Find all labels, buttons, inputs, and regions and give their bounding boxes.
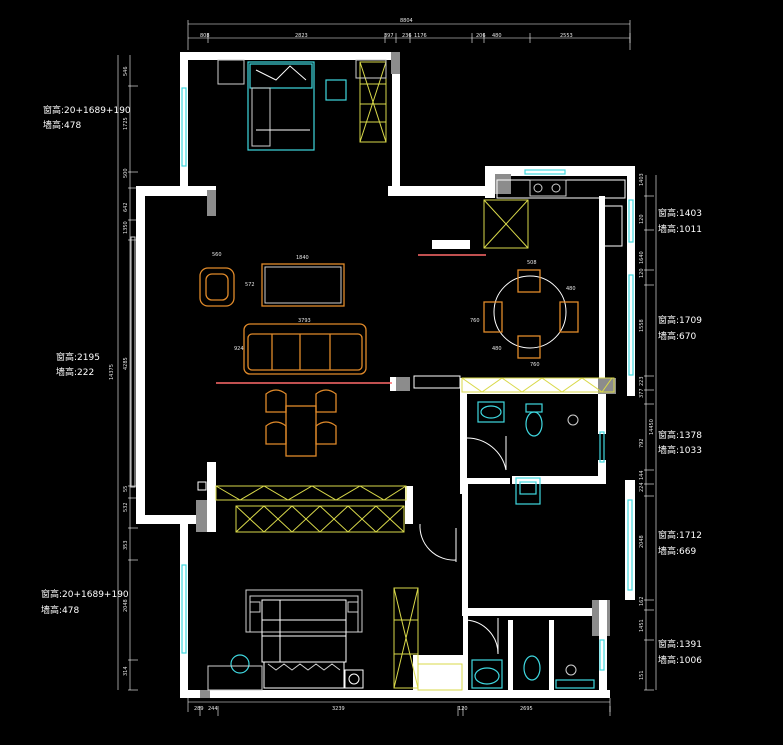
dimension-label: 55 (123, 486, 129, 492)
dim-sofa: 3793 (298, 318, 311, 324)
dim-dining: 760 (530, 362, 540, 368)
cabinets (197, 481, 463, 691)
dimension-label: 236 (402, 33, 412, 39)
dimension-label: 224 (639, 482, 645, 492)
dim-chair-depth: 572 (245, 282, 255, 288)
dimension-label: 532 (123, 502, 129, 512)
wall-height-note: 墙高:222 (56, 368, 95, 378)
walls (136, 52, 635, 698)
window-height-note: 窗高:2195 (56, 353, 100, 363)
dimension-label: 120 (639, 214, 645, 224)
dim-top-total: 8804 (400, 18, 413, 24)
dimension-label: 2048 (123, 599, 129, 612)
dimension-label: 144 (639, 470, 645, 480)
dimension-label: 223 (639, 376, 645, 386)
wall-height-note: 墙高:670 (658, 332, 697, 342)
dimension-label: 2823 (295, 33, 308, 39)
dimension-label: 314 (123, 666, 129, 676)
dimension-label: 244 (208, 706, 218, 712)
dimension-label: 206 (476, 33, 486, 39)
dimension-label: 151 (639, 670, 645, 680)
doors (216, 254, 507, 655)
dim-left-total: 14375 (109, 364, 115, 380)
dimension-label: 500 (123, 168, 129, 178)
window-height-note: 窗高:1378 (658, 431, 702, 441)
dimension-label: 1403 (639, 173, 645, 186)
dimension-label: 1350 (123, 221, 129, 234)
dim-chair-width: 560 (212, 252, 222, 258)
dimension-label: 1451 (639, 619, 645, 632)
dimension-label: 480 (492, 33, 502, 39)
bottom-bedroom (207, 589, 364, 691)
kitchen: 508 480 760 480 760 (461, 179, 626, 393)
dimension-label: 1640 (639, 251, 645, 264)
dim-dining: 760 (470, 318, 480, 324)
master-bedroom (217, 59, 387, 151)
dimension-label: 1558 (639, 319, 645, 332)
windows (130, 87, 634, 671)
dim-right-total: 14450 (649, 419, 655, 435)
dimension-label: 2048 (639, 535, 645, 548)
window-height-note: 窗高:1403 (658, 209, 702, 219)
dimension-label: 2695 (520, 706, 533, 712)
dim-tv-cabinet: 1840 (296, 255, 309, 261)
dimension-label: 642 (123, 202, 129, 212)
dimension-label: 377 (639, 388, 645, 398)
living-room: 1840 560 572 3793 924 (199, 252, 367, 457)
dimension-label: 808 (200, 33, 210, 39)
window-height-note: 窗高:20+1689+190 (43, 106, 131, 116)
window-height-note: 窗高:20+1689+190 (41, 590, 129, 600)
wall-height-note: 墙高:478 (43, 121, 82, 131)
dimension-label: 1725 (123, 117, 129, 130)
dimension-label: 3239 (332, 706, 345, 712)
dimension-label: 4285 (123, 357, 129, 370)
bathrooms (471, 401, 595, 689)
dimension-label: 289 (194, 706, 204, 712)
dim-dining: 480 (566, 286, 576, 292)
wall-height-note: 墙高:1006 (658, 656, 702, 666)
window-height-note: 窗高:1709 (658, 316, 702, 326)
dim-dining: 508 (527, 260, 537, 266)
dimension-label: 1176 (414, 33, 427, 39)
dimension-label: 792 (639, 438, 645, 448)
wall-height-note: 墙高:669 (658, 547, 697, 557)
dim-sofa-depth: 924 (234, 346, 244, 352)
dim-dining: 480 (492, 346, 502, 352)
dimension-label: 162 (639, 596, 645, 606)
dimension-label: 353 (123, 540, 129, 550)
window-height-note: 窗高:1391 (658, 640, 702, 650)
dimension-label: 397 (384, 33, 394, 39)
wall-height-note: 墙高:1011 (658, 225, 702, 235)
dimension-label: 120 (639, 268, 645, 278)
dimension-label: 2553 (560, 33, 573, 39)
wall-height-note: 墙高:478 (41, 606, 80, 616)
window-height-note: 窗高:1712 (658, 531, 702, 541)
wall-height-note: 墙高:1033 (658, 446, 702, 456)
dimension-label: 546 (123, 66, 129, 76)
